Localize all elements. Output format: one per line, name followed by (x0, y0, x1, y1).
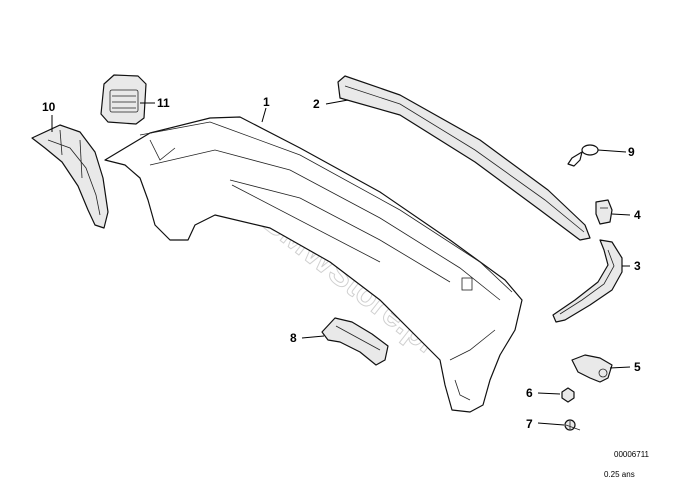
callout-3: 3 (634, 259, 641, 273)
callout-8: 8 (290, 331, 297, 345)
callout-5: 5 (634, 360, 641, 374)
part-5-bracket (571, 354, 613, 383)
leader-lines (51, 99, 631, 426)
callout-11: 11 (157, 96, 170, 110)
part-3-side-trim-strip (552, 239, 623, 323)
part-8-lower-bracket (321, 317, 389, 366)
callout-10: 10 (42, 100, 56, 114)
part-4-clip (595, 199, 613, 225)
scale-text: 0.25 ans (604, 470, 635, 479)
part-10-side-bracket (31, 124, 109, 229)
callout-1: 1 (263, 95, 270, 109)
callout-6: 6 (526, 386, 533, 400)
callout-9: 9 (628, 145, 635, 159)
part-6-nut (561, 387, 575, 403)
part-11-grille-mount (100, 74, 147, 125)
part-1-rear-bumper (104, 116, 523, 413)
callout-4: 4 (634, 208, 641, 222)
part-7-screw (564, 419, 581, 431)
callout-2: 2 (313, 97, 320, 111)
part-2-upper-trim-strip (337, 75, 591, 241)
callout-7: 7 (526, 417, 533, 431)
diagram-number: 00006711 (614, 450, 650, 459)
part-9-cable (567, 144, 599, 167)
